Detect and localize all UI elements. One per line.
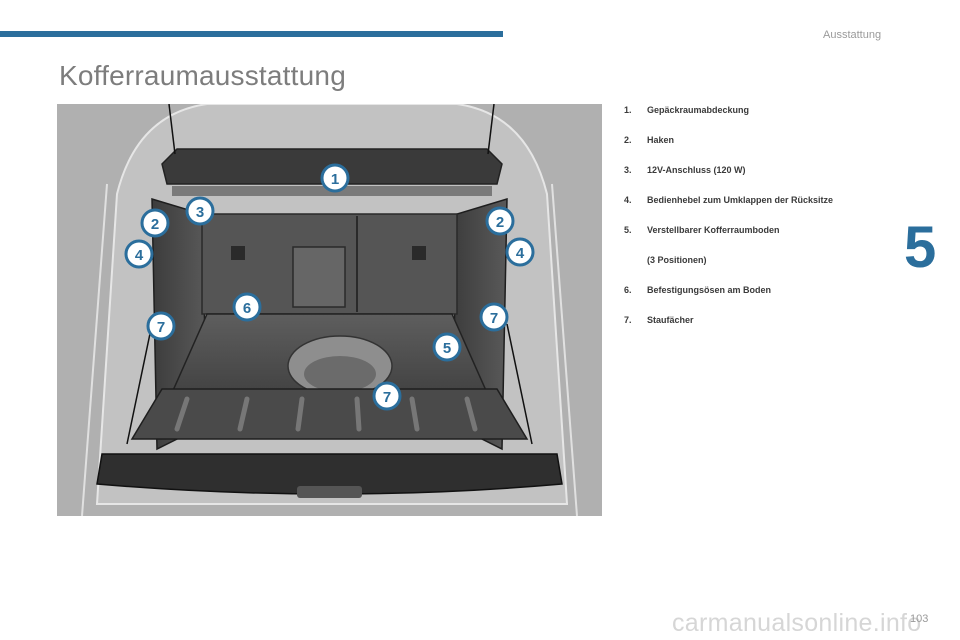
- legend-number: 3.: [624, 164, 632, 176]
- chapter-number: 5: [904, 218, 936, 278]
- svg-text:7: 7: [383, 389, 391, 406]
- callout-4-left: 4: [126, 241, 152, 267]
- svg-text:6: 6: [243, 300, 251, 317]
- svg-text:7: 7: [490, 310, 498, 327]
- svg-text:7: 7: [157, 319, 165, 336]
- svg-text:5: 5: [443, 340, 451, 357]
- callout-6: 6: [234, 294, 260, 320]
- legend-item: 4. Bedienhebel zum Umklappen der Rücksitz…: [624, 194, 904, 224]
- header-accent-bar: [0, 31, 503, 37]
- svg-text:4: 4: [516, 245, 525, 262]
- legend-list: 1. Gepäckraumabdeckung 2. Haken 3. 12V-Ansc…: [624, 104, 904, 344]
- legend-item: (3 Positionen): [624, 254, 904, 284]
- legend-item: 3. 12V-Anschluss (120 W): [624, 164, 904, 194]
- callout-1: 1: [322, 165, 348, 191]
- svg-text:1: 1: [331, 171, 339, 188]
- legend-number: 5.: [624, 224, 632, 236]
- legend-number: 7.: [624, 314, 632, 326]
- callout-4-right: 4: [507, 239, 533, 265]
- legend-label: Befestigungsösen am Boden: [647, 284, 771, 296]
- legend-label: Gepäckraumabdeckung: [647, 104, 749, 116]
- svg-text:2: 2: [496, 214, 504, 231]
- callout-7-right: 7: [481, 304, 507, 330]
- legend-number: 6.: [624, 284, 632, 296]
- callout-7-left: 7: [148, 313, 174, 339]
- legend-item: 5. Verstellbarer Kofferraumboden: [624, 224, 904, 254]
- svg-text:2: 2: [151, 216, 159, 233]
- legend-label: Haken: [647, 134, 674, 146]
- svg-text:3: 3: [196, 204, 204, 221]
- legend-item: 6. Befestigungsösen am Boden: [624, 284, 904, 314]
- callout-7-floor: 7: [374, 383, 400, 409]
- legend-item: 1. Gepäckraumabdeckung: [624, 104, 904, 134]
- legend-label: (3 Positionen): [647, 254, 707, 266]
- legend-label: Bedienhebel zum Umklappen der Rücksitze: [647, 194, 833, 206]
- trunk-drawing: 1 2 3 2 4 4 6 7 7 5 7: [57, 104, 602, 516]
- legend-number: 1.: [624, 104, 632, 116]
- trunk-illustration: 1 2 3 2 4 4 6 7 7 5 7: [57, 104, 602, 516]
- callout-5: 5: [434, 334, 460, 360]
- legend-number: 4.: [624, 194, 632, 206]
- svg-text:4: 4: [135, 247, 144, 264]
- legend-item: 7. Staufächer: [624, 314, 904, 344]
- legend-item: 2. Haken: [624, 134, 904, 164]
- legend-label: Verstellbarer Kofferraumboden: [647, 224, 780, 236]
- legend-label: Staufächer: [647, 314, 694, 326]
- legend-label: 12V-Anschluss (120 W): [647, 164, 746, 176]
- section-name: Ausstattung: [823, 29, 881, 41]
- callout-2-right: 2: [487, 208, 513, 234]
- page-number: 103: [910, 613, 928, 625]
- watermark: carmanualsonline.info: [672, 609, 922, 638]
- page-title: Kofferraumausstattung: [59, 60, 346, 92]
- legend-number: 2.: [624, 134, 632, 146]
- callout-2-left: 2: [142, 210, 168, 236]
- callout-3: 3: [187, 198, 213, 224]
